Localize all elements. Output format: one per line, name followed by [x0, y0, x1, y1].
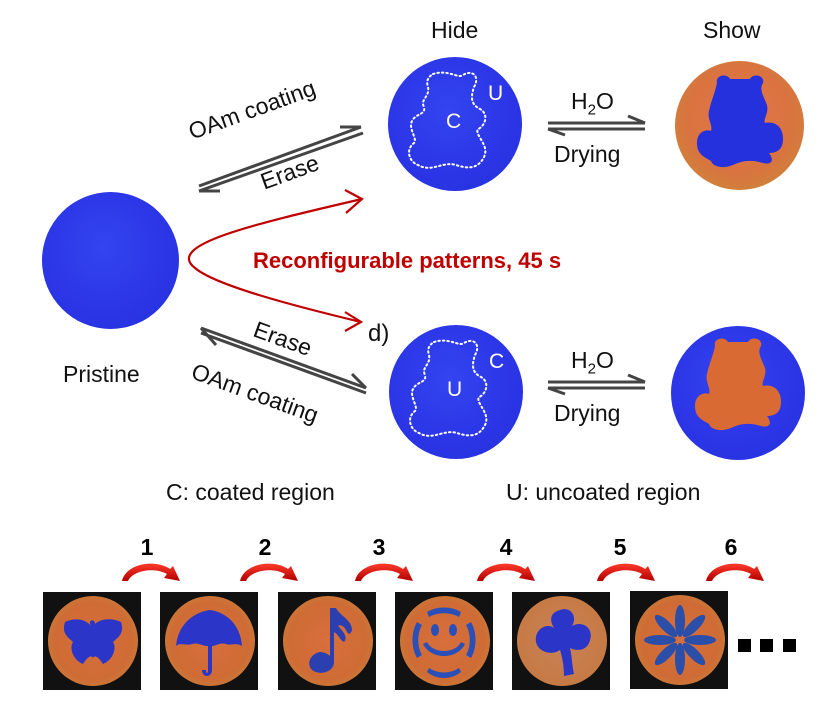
- pattern-thumb-music-note: [278, 592, 376, 690]
- pattern-thumb-smiley: [395, 592, 493, 690]
- step-number: 6: [724, 534, 738, 560]
- show-state-label: Show: [703, 17, 761, 43]
- step-number: 4: [499, 534, 513, 560]
- pristine-label: Pristine: [63, 361, 140, 387]
- curved-arrow-icon: [240, 563, 298, 581]
- bottom-coating-equilibrium-arrow: [199, 326, 368, 395]
- bottom-hide-disc: U C: [389, 325, 523, 459]
- panel-label: d): [368, 320, 390, 347]
- curved-arrow-icon: [477, 563, 535, 581]
- top-hide-disc: C U: [388, 57, 522, 191]
- bottom-outer-region-label: C: [489, 350, 505, 373]
- legend-uncoated: U: uncoated region: [506, 479, 701, 505]
- curved-arrow-icon: [597, 563, 655, 581]
- legend-coated: C: coated region: [166, 479, 335, 505]
- step-number: 3: [372, 534, 386, 560]
- butterfly-icon: [63, 619, 123, 664]
- bottom-water-label: H2O: [571, 347, 614, 378]
- bottom-inner-region-label: U: [447, 378, 463, 401]
- asterisk-flower-icon: [644, 605, 716, 675]
- bear-outline-icon: [409, 339, 488, 437]
- pristine-disc: [42, 192, 179, 329]
- top-coating-equilibrium-arrow: [198, 125, 364, 193]
- pattern-thumb-umbrella: [160, 592, 258, 690]
- pattern-thumb-butterfly: [43, 592, 141, 690]
- pattern-thumb-flower: [630, 591, 728, 689]
- bear-silhouette-icon: [695, 338, 781, 431]
- step-number: 5: [613, 534, 627, 560]
- water-h: H: [571, 347, 588, 373]
- top-outer-region-label: U: [488, 82, 504, 105]
- water-o: O: [595, 347, 614, 373]
- music-note-icon: [309, 608, 352, 673]
- clover-icon: [535, 609, 591, 676]
- bottom-show-disc: [671, 326, 805, 460]
- reconfigure-arrow: [187, 189, 364, 332]
- bear-silhouette-icon: [697, 75, 783, 168]
- hide-state-label: Hide: [431, 17, 479, 43]
- step-number: 2: [258, 534, 272, 560]
- curved-arrow-icon: [706, 563, 764, 581]
- top-show-disc: [675, 61, 804, 190]
- smiley-icon: [412, 607, 476, 678]
- top-water-equilibrium-arrow: [547, 114, 646, 137]
- umbrella-icon: [176, 610, 242, 676]
- bottom-water-equilibrium-arrow: [547, 373, 646, 396]
- water-o: O: [595, 88, 614, 114]
- water-sub: 2: [587, 360, 596, 378]
- bear-outline-icon: [408, 71, 487, 169]
- water-h: H: [571, 88, 588, 114]
- curved-arrow-icon: [355, 563, 413, 581]
- continuation-ellipsis: ...: [738, 639, 800, 655]
- top-water-label: H2O: [571, 88, 614, 119]
- reconfigurable-title: Reconfigurable patterns, 45 s: [253, 248, 562, 273]
- bottom-drying-label: Drying: [554, 400, 621, 426]
- water-sub: 2: [587, 101, 596, 119]
- top-inner-region-label: C: [446, 110, 462, 133]
- top-drying-label: Drying: [554, 141, 621, 167]
- curved-arrow-icon: [122, 563, 180, 581]
- pattern-thumb-clover: [512, 592, 610, 690]
- step-number: 1: [140, 534, 154, 560]
